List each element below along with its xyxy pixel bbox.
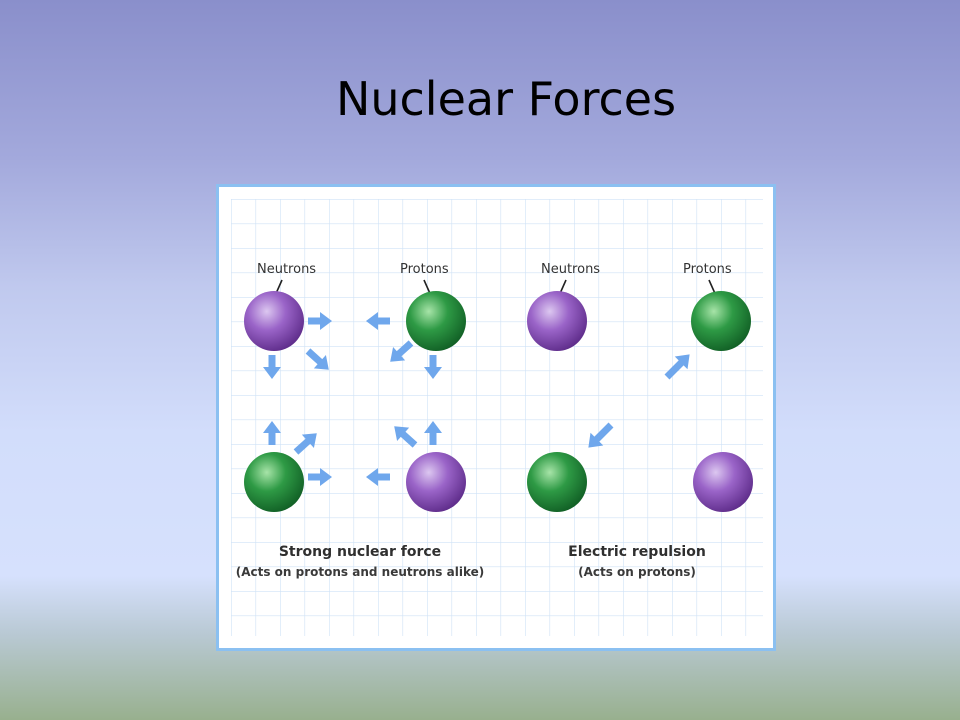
left-neutrons-label: Neutrons <box>257 262 316 277</box>
right-top-neutron <box>527 291 587 351</box>
right-bottom-proton <box>527 452 587 512</box>
arrow-diag-tl <box>305 348 329 370</box>
arrow-diag-bl <box>293 433 317 455</box>
repulsion-caption: Electric repulsion <box>568 544 706 560</box>
right-top-proton <box>691 291 751 351</box>
right-protons-label: Protons <box>683 262 732 277</box>
arrow-top-right <box>308 312 332 330</box>
arrow-bottom-left <box>366 468 390 486</box>
repulsion-subcaption: (Acts on protons) <box>578 565 696 579</box>
arrow-right-up <box>424 421 442 445</box>
arrow-repel-down-left <box>588 422 614 448</box>
strong-force-caption: Strong nuclear force <box>279 544 441 560</box>
strong-force-panel: Neutrons Protons <box>236 262 485 579</box>
strong-force-arrows <box>263 312 442 486</box>
slide-title: Nuclear Forces <box>335 72 677 126</box>
arrow-bottom-right <box>308 468 332 486</box>
strong-force-subcaption: (Acts on protons and neutrons alike) <box>236 565 485 579</box>
diagram-canvas: Neutrons Protons <box>231 199 763 636</box>
arrow-top-left <box>366 312 390 330</box>
arrow-right-down <box>424 355 442 379</box>
right-neutrons-label: Neutrons <box>541 262 600 277</box>
repulsion-arrows <box>588 354 690 448</box>
arrow-left-down <box>263 355 281 379</box>
right-bottom-neutron <box>693 452 753 512</box>
arrow-repel-up-right <box>664 354 690 380</box>
electric-repulsion-panel: Neutrons Protons Electric repulsion (Act… <box>527 262 753 579</box>
left-top-proton <box>406 291 466 351</box>
grid-background <box>231 199 763 636</box>
left-protons-label: Protons <box>400 262 449 277</box>
left-bottom-proton <box>244 452 304 512</box>
arrow-left-up <box>263 421 281 445</box>
left-bottom-neutron <box>406 452 466 512</box>
left-top-neutron <box>244 291 304 351</box>
arrow-diag-tr <box>390 340 414 362</box>
arrow-diag-br <box>394 426 418 448</box>
nuclear-forces-figure: Neutrons Protons <box>216 184 776 651</box>
